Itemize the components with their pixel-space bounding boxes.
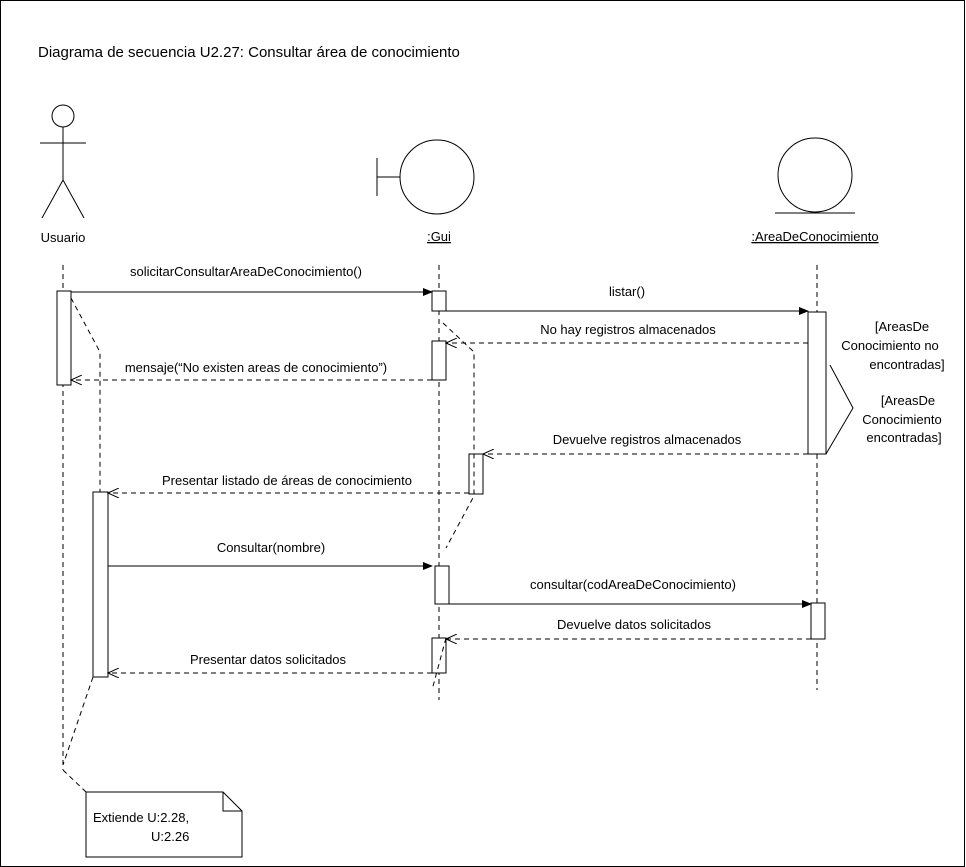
guard-found-line-1: [AreasDe (881, 393, 935, 408)
message-label-5: Devuelve registros almacenados (553, 432, 742, 447)
note-line-1: Extiende U:2.28, (93, 810, 189, 825)
entity-label: :AreaDeConocimiento (751, 229, 878, 244)
message-label-1: solicitarConsultarAreaDeConocimiento() (130, 264, 362, 279)
activation-gui-1 (431, 290, 447, 312)
diagram-title: Diagrama de secuencia U2.27: Consultar á… (38, 44, 460, 61)
guard-not-found-line-1: [AreasDe (875, 319, 929, 334)
guard-not-found-line-3: encontradas] (869, 357, 944, 372)
entity-area-icon (775, 137, 855, 214)
message-label-8: consultar(codAreaDeConocimiento) (530, 577, 736, 592)
note-extiende (85, 791, 243, 858)
guard-bracket-line (825, 364, 854, 455)
message-label-4: mensaje(“No existen areas de conocimient… (125, 360, 387, 375)
note-line-2: U:2.26 (151, 829, 189, 844)
message-label-6: Presentar listado de áreas de conocimien… (162, 473, 412, 488)
boundary-gui-icon (376, 139, 475, 215)
activation-gui-3 (468, 453, 484, 495)
message-label-10: Presentar datos solicitados (190, 652, 347, 667)
activation-gui-4 (434, 565, 450, 605)
guard-found-line-2: Conocimiento (862, 412, 942, 427)
connector-usuario-end (62, 676, 94, 766)
message-label-7: Consultar(nombre) (217, 540, 325, 555)
activation-gui-5 (431, 637, 447, 674)
guard-found-line-3: encontradas] (866, 430, 941, 445)
connector-gui (442, 322, 475, 549)
activation-entity-2 (810, 602, 826, 640)
actor-label: Usuario (41, 230, 86, 245)
message-label-9: Devuelve datos solicitados (557, 617, 711, 632)
gui-label: :Gui (427, 229, 451, 244)
connector-usuario (70, 297, 101, 492)
activation-usuario-2 (92, 491, 109, 678)
actor-usuario-icon (40, 104, 86, 219)
message-label-3: No hay registros almacenados (540, 322, 716, 337)
activation-usuario-1 (56, 290, 72, 386)
guard-not-found-line-2: Conocimiento no (841, 338, 939, 353)
activation-entity-1 (807, 311, 827, 455)
activation-gui-2 (431, 340, 447, 381)
message-label-2: listar() (609, 284, 645, 299)
